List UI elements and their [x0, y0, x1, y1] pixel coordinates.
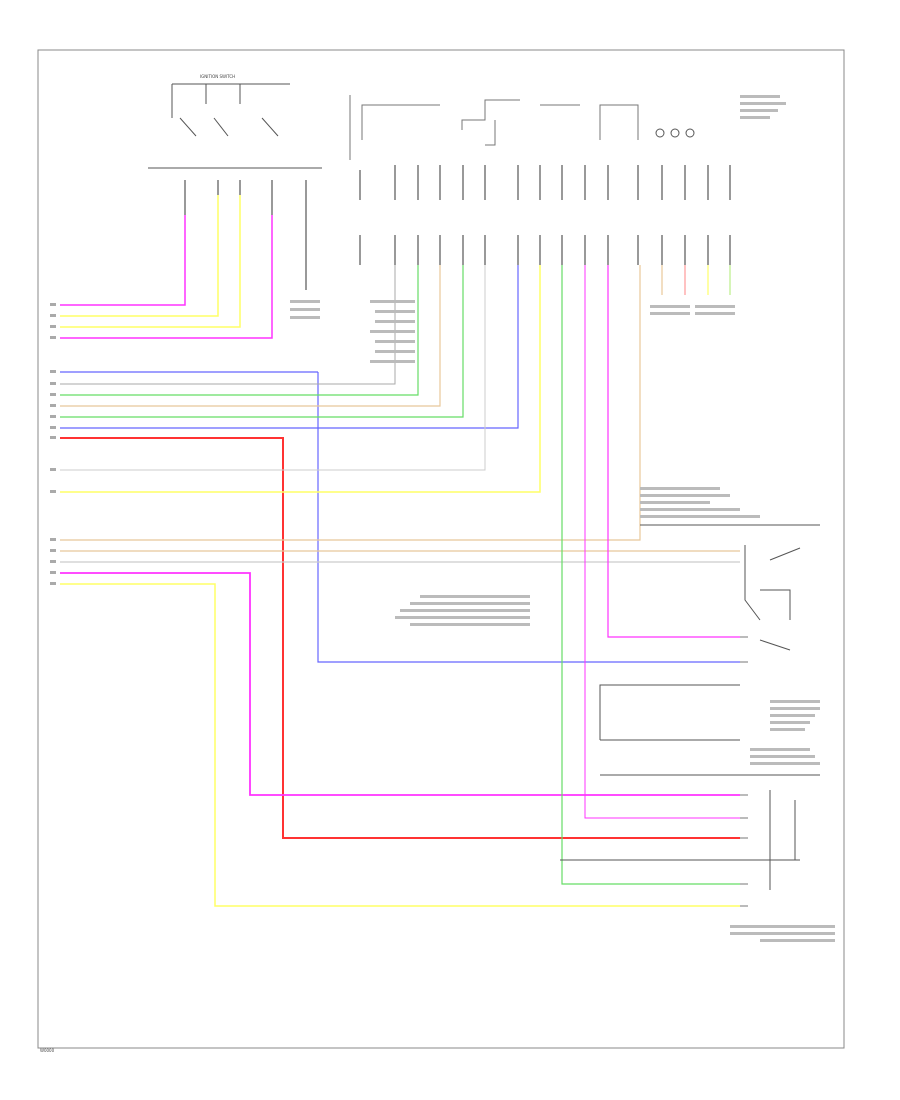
brake-switch — [640, 524, 820, 651]
wire-tan-1 — [60, 265, 441, 407]
wire-gray-2 — [60, 265, 486, 471]
module-connector-posts — [359, 165, 731, 265]
wire-blue-1 — [317, 372, 740, 663]
wire-pink-1 — [60, 215, 186, 306]
wire-yellow-3 — [60, 265, 541, 493]
wire-yellow-2 — [60, 195, 241, 328]
wire-pink-4 — [584, 265, 740, 819]
wire-pink-2 — [60, 215, 273, 339]
wire-yellow-1 — [60, 195, 219, 317]
wire-red-1 — [60, 437, 740, 839]
wire-blue-2 — [60, 265, 519, 429]
wire-green-2 — [60, 265, 464, 418]
wire-pink-5 — [607, 265, 740, 638]
label-blocks — [290, 95, 835, 942]
wire-yellow-4 — [60, 583, 740, 907]
ignition-switch: IGNITION SWITCH — [148, 74, 322, 169]
wire-green-1 — [60, 265, 419, 396]
deactivation-switch — [560, 790, 800, 890]
wire-gray-1 — [60, 265, 396, 385]
module-housing — [349, 95, 639, 160]
speed-control-servo — [599, 684, 820, 776]
ignition-switch-label: IGNITION SWITCH — [200, 74, 235, 79]
diagram-frame — [37, 49, 845, 1049]
footer-code: W0000 — [40, 1048, 55, 1053]
switch-icon — [655, 128, 695, 138]
wire-pink-3 — [60, 572, 740, 796]
wire-green-3 — [561, 265, 740, 885]
wire-tan-2 — [60, 265, 641, 541]
